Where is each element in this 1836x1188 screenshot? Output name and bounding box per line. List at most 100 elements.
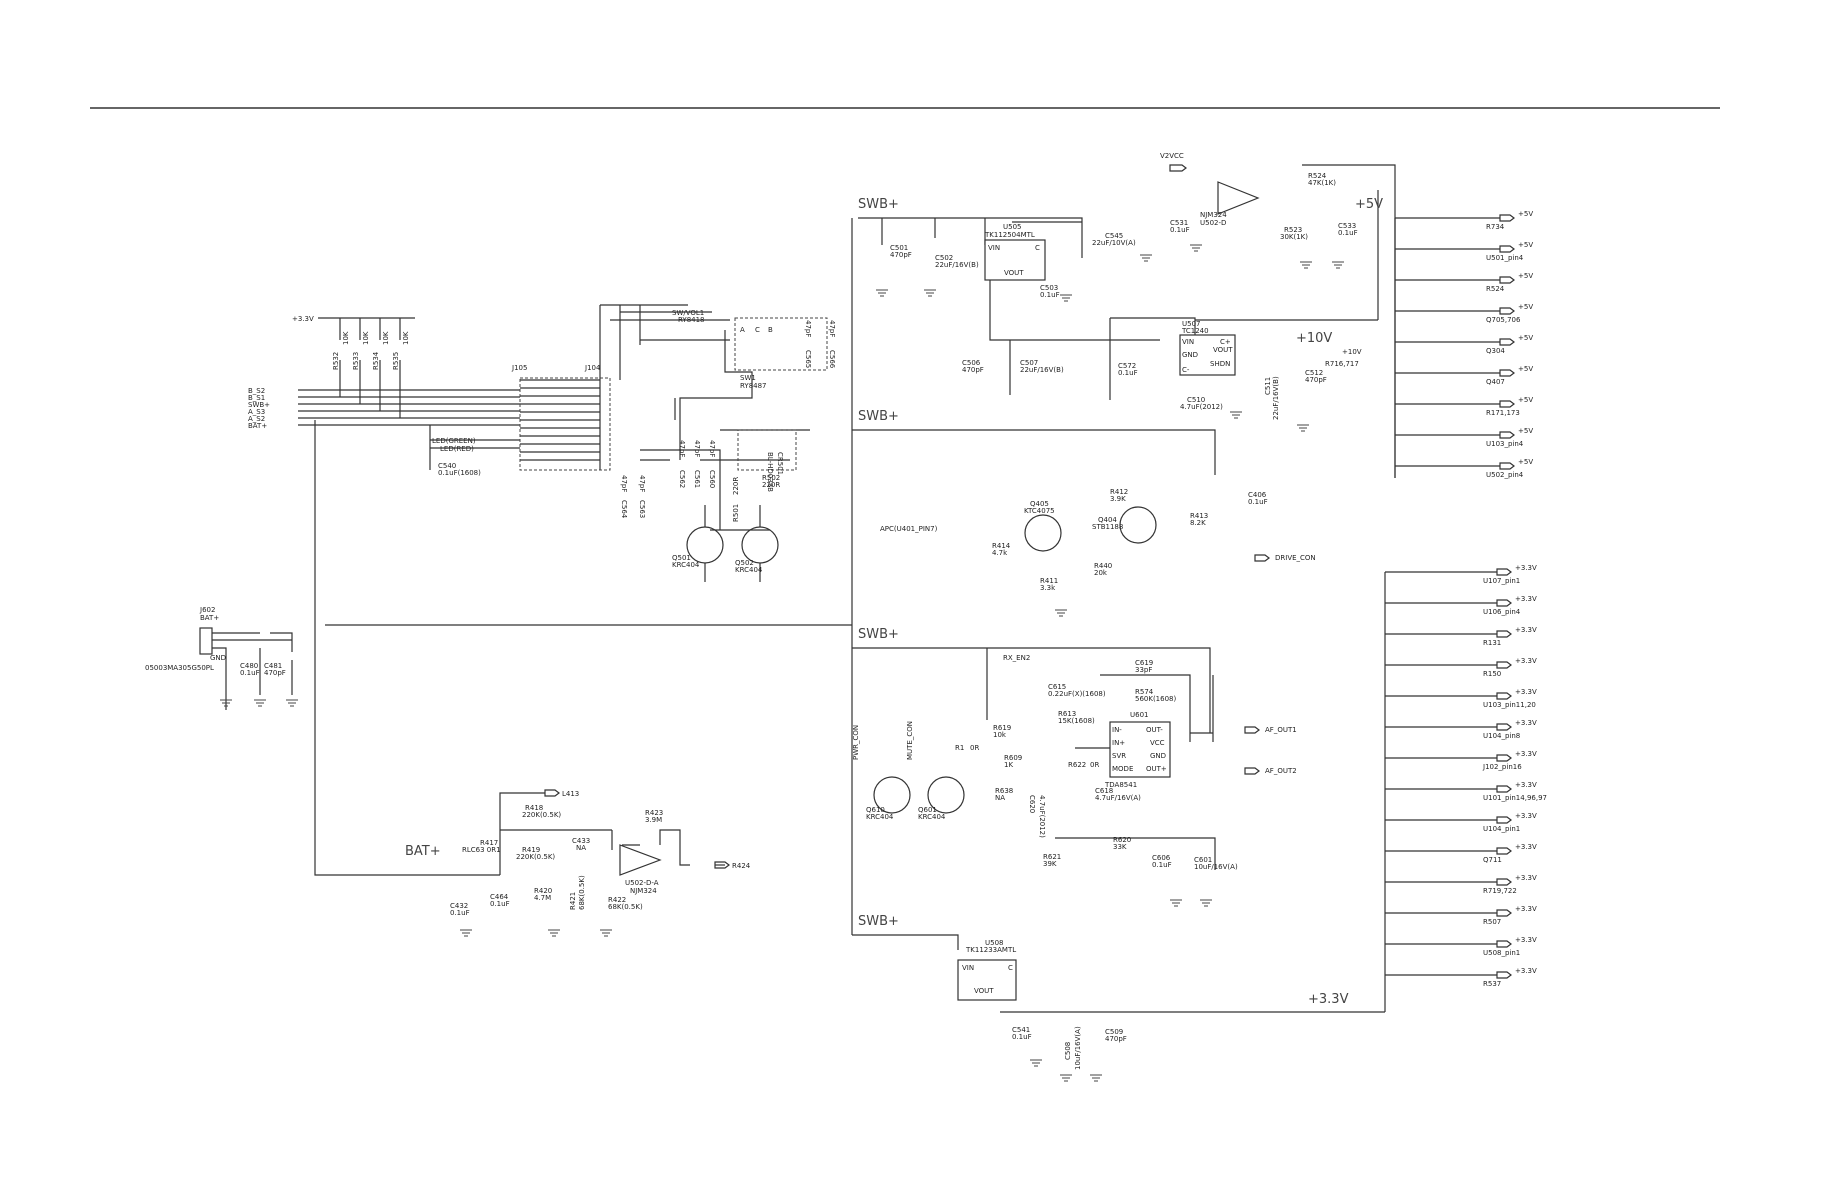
q404-part: STB1188 [1092,523,1123,531]
resistor-ref: R574 [1135,688,1154,696]
resistor-ref: R523 [1284,226,1302,234]
j602-block [199,627,293,710]
resistor-ref: R638 [995,787,1013,795]
q601-ref: Q601 [918,806,937,814]
rail-label-10v: +10V [1296,331,1332,346]
capacitor-val: 470pF [1305,376,1327,384]
pin-label: C [1035,244,1040,252]
bus-3v3-voltage: +3.3V [1515,719,1537,727]
sw1-part: RY8487 [740,382,767,390]
bus-5v-voltage: +5V [1518,396,1533,404]
resistor-ref: R621 [1043,853,1061,861]
bus-5v-voltage: +5V [1518,210,1533,218]
capacitor-val: 47pF [678,440,686,457]
capacitor-val: 47pF [620,475,628,492]
bus-5v-voltage: +5V [1518,334,1533,342]
bus-3v3-destination: U104_pin8 [1483,732,1520,740]
capacitor-val: 470pF [1105,1035,1127,1043]
j602-ref: J602 [199,606,215,614]
sw-vol-ref: SW/VOL1 [672,309,704,317]
resistor-ref: R1 [955,744,964,752]
bus-3v3-destination: U508_pin1 [1483,949,1520,957]
bus-5v-port-symbol [1499,338,1515,346]
cr501-part: BL-HD033B [766,452,774,492]
q501-part: KRC404 [672,561,700,569]
signal-label: +10V [1342,348,1362,356]
pin-label: GND [1182,351,1198,359]
pin-label: SVR [1112,752,1126,760]
net-label: A_S3 [248,408,265,416]
capacitor-val: 0.1uF [1338,229,1358,237]
u502a-symbol [619,844,662,876]
capacitor-ref: C512 [1305,369,1323,377]
pin-label: OUT+ [1146,765,1167,773]
u507-part: TC1240 [1181,327,1209,335]
capacitor-ref: C565 [804,350,812,368]
resistor-val: 3.3k [1040,584,1056,592]
bus-3v3-port-symbol [1496,816,1512,824]
q502-symbol [741,526,779,564]
q501-symbol [686,526,724,564]
resistor-val: 3.9M [645,816,662,824]
resistor-val: 15K(1608) [1058,717,1095,725]
capacitor-ref: C502 [935,254,953,262]
bus-3v3-port-symbol [1496,723,1512,731]
capacitor-val: 0.1uF [1248,498,1268,506]
bus-3v3-voltage: +3.3V [1515,781,1537,789]
capacitor-val: 0.1uF [1170,226,1190,234]
capacitor-ref: C510 [1187,396,1205,404]
signal-labels: V2VCC +10V R716,717 APC(U401_PIN7) DRIVE… [544,152,1362,870]
resistor-ref: R412 [1110,488,1128,496]
bus-3v3-destination: R719,722 [1483,887,1517,895]
bus-3v3-port-symbol [1496,568,1512,576]
capacitor-val: 22uF/16V(B) [935,261,979,269]
u507-box [1179,334,1236,376]
capacitor-val: 0.1uF [450,909,470,917]
capacitor-val: 0.1uF [1040,291,1060,299]
resistor-ref: R609 [1004,754,1022,762]
j602-sub: BAT+ [200,614,219,622]
bus-5v-voltage: +5V [1518,241,1533,249]
capacitor-ref: C531 [1170,219,1188,227]
resistor-ref: R418 [525,804,543,812]
capacitor-val: 470pF [962,366,984,374]
resistor-val: 10K [382,331,390,345]
resistor-val: 220R [762,481,780,489]
cr501-outline [737,429,797,471]
rail-label-5v: +5V [1355,197,1383,212]
capacitor-val: 47pF [708,440,716,457]
bus-5v-destination: U501_pin4 [1486,254,1524,262]
resistor-ref: R440 [1094,562,1112,570]
sw1-outline [734,317,828,371]
resistor-val: 560K(1608) [1135,695,1176,703]
u601-box [1109,721,1171,778]
resistor-ref: R532 [332,352,340,370]
capacitor-ref: C615 [1048,683,1066,691]
bus-3v3-destination: U103_pin11,20 [1483,701,1536,709]
bus-5v: +5VR734+5VU501_pin4+5VR524+5VQ705,706+5V… [1395,210,1533,479]
j602-body [199,627,213,655]
net-label: +3.3V [292,315,314,323]
capacitor-val: 22uF/16V(B) [1020,366,1064,374]
bus-5v-destination: Q407 [1486,378,1505,386]
bus-3v3-voltage: +3.3V [1515,657,1537,665]
bus-3v3-destination: R507 [1483,918,1501,926]
bus-3v3-destination: U106_pin4 [1483,608,1521,616]
q405-symbol [1024,514,1062,552]
pin-label: VOUT [1213,346,1233,354]
resistor-val: 47K(1K) [1308,179,1336,187]
capacitor-ref: C563 [638,500,646,518]
capacitor-val: 0.1uF [240,669,260,677]
capacitor-ref: C464 [490,893,509,901]
bus-5v-port-symbol [1499,369,1515,377]
capacitor-ref: C533 [1338,222,1356,230]
u505-part: TK112504MTL [984,231,1035,239]
resistor-val: 4.7k [992,549,1008,557]
bus-3v3-voltage: +3.3V [1515,688,1537,696]
capacitor-val: 22uF/10V(A) [1092,239,1136,247]
q502-ref: Q502 [735,559,754,567]
capacitor-val: 470pF [264,669,286,677]
ground-symbols [220,244,1344,1082]
resistor-ref: R619 [993,724,1011,732]
pin-label: GND [1150,752,1166,760]
